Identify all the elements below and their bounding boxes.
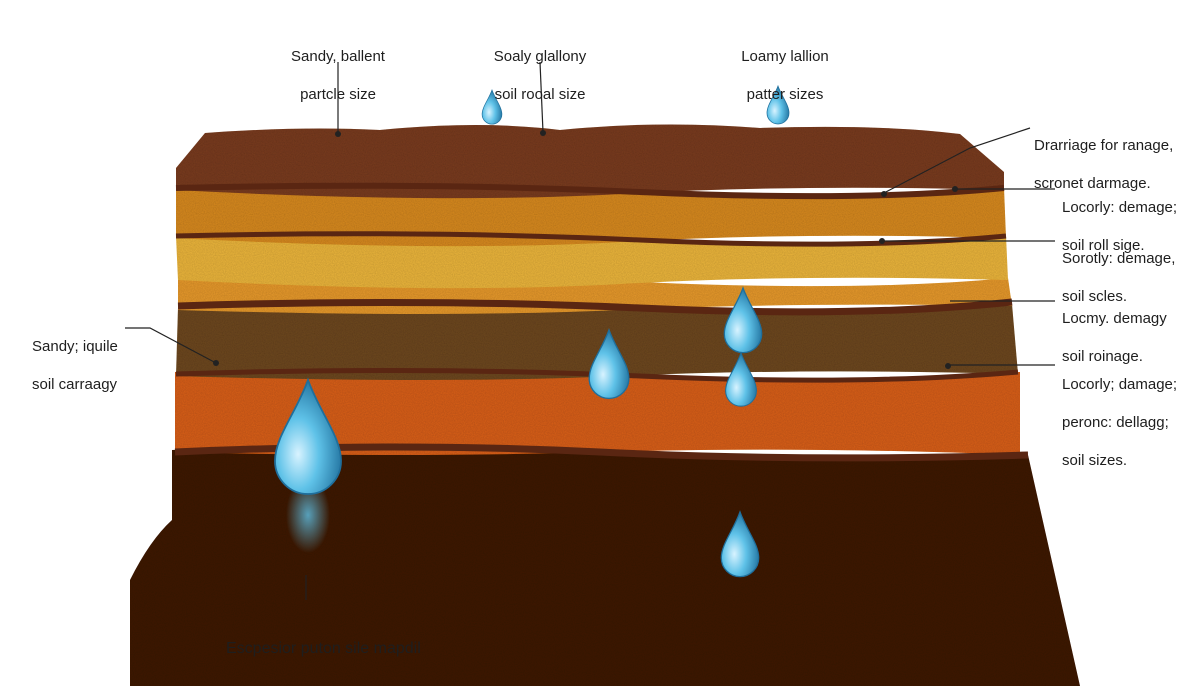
- label-line: soil rooal size: [455, 85, 625, 104]
- label-line: patter sizes: [710, 85, 860, 104]
- label-line: partcle size: [268, 85, 408, 104]
- label-line: Escpesior puton sile mapdil: [226, 639, 421, 658]
- label-line: Drarriage for ranage,: [1034, 136, 1173, 155]
- label-line: Sandy; iquile: [32, 337, 118, 356]
- label-line: Soaly glallony: [455, 47, 625, 66]
- label-bottom: Escpesior puton sile mapdil: [226, 620, 421, 677]
- label-line: soil carraagy: [32, 375, 118, 394]
- label-line: Sorotly: demage,: [1062, 249, 1175, 268]
- label-left-1: Sandy; iquile soil carraagy: [32, 318, 118, 413]
- label-line: Locorly; damage;: [1062, 375, 1177, 394]
- label-right-5: Locorly; damage; peronc: dellagg; soil s…: [1062, 356, 1177, 489]
- label-line: Loamy lallion: [710, 47, 860, 66]
- label-line: Locmy. demagy: [1062, 309, 1167, 328]
- label-line: Locorly: demage;: [1062, 198, 1177, 217]
- label-top-middle: Soaly glallony soil rooal size: [455, 28, 625, 123]
- label-line: Sandy, ballent: [268, 47, 408, 66]
- label-line: peronc: dellagg;: [1062, 413, 1177, 432]
- label-line: soil sizes.: [1062, 451, 1177, 470]
- label-top-right: Loamy lallion patter sizes: [710, 28, 860, 123]
- label-top-left: Sandy, ballent partcle size: [268, 28, 408, 123]
